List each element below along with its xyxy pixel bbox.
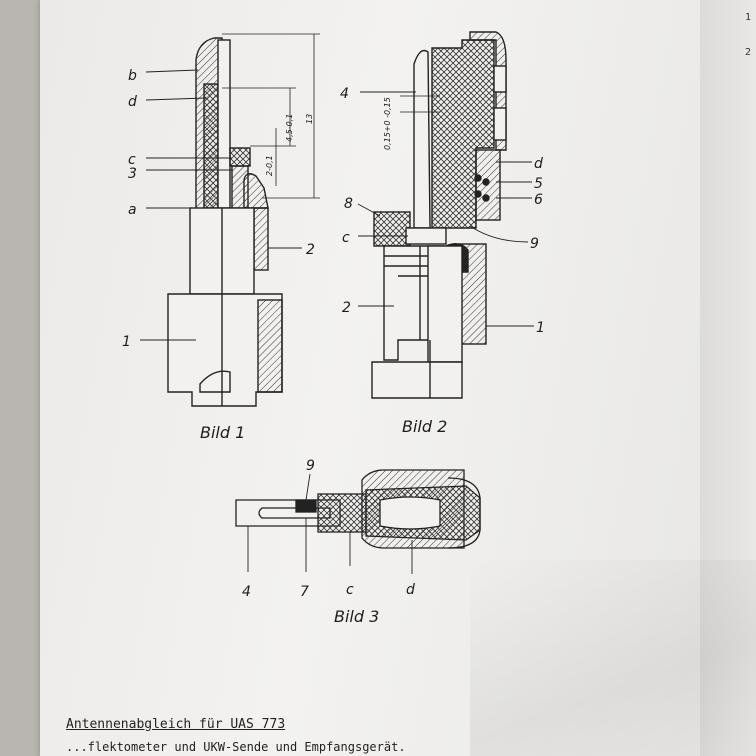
bild2-label-1: 1 [536,320,545,336]
margin-number-2: 2 [745,47,752,58]
bild1-dim-13: 13 [305,114,314,124]
bild3-label-7: 7 [300,584,309,600]
bild1-caption: Bild 1 [200,423,245,442]
bild1-labels: b d c 3 a 2 1 4,5-0,1 2-0,1 13 Bild 1 [122,68,315,442]
bild2-label-8: 8 [344,196,353,212]
bild3-label-4: 4 [242,584,251,600]
bild3-label-d: d [406,582,415,598]
bild1-label-2: 2 [306,242,315,258]
bild1-label-3: 3 [128,166,137,182]
bild2-label-c: c [342,230,350,246]
section-heading: Antennenabgleich für UAS 773 [66,717,286,732]
bild3-label-c: c [346,582,354,598]
figure-bild3 [235,469,481,574]
bild1-dim-45: 4,5-0,1 [285,114,294,142]
bild2-labels: 4 d 5 6 8 c 9 2 1 0,15+0 -0,15 Bild 2 [340,86,545,436]
bild2-label-2: 2 [342,300,351,316]
bild1-label-a: a [128,202,137,218]
bild2-label-4: 4 [340,86,349,102]
bild2-caption: Bild 2 [402,417,447,436]
bild3-labels: 9 4 7 c d Bild 3 [242,458,415,626]
bild1-label-c: c [128,152,136,168]
adjacent-page [700,0,756,756]
bild2-label-5: 5 [534,176,543,192]
bild3-caption: Bild 3 [334,607,379,626]
bild1-label-b: b [128,68,137,84]
figure-bild1 [140,33,320,407]
bild2-dim-015: 0,15+0 -0,15 [383,97,392,150]
body-text-line: ...flektometer und UKW-Sende und Empfang… [66,740,406,754]
bild3-label-9: 9 [306,458,315,474]
bild2-label-6: 6 [534,192,543,208]
bild1-dim-2: 2-0,1 [265,155,274,176]
bild1-label-d: d [128,94,137,110]
bild2-label-d: d [534,156,543,172]
margin-number-1: 1 [745,12,752,23]
figure-bild2 [357,31,534,399]
bild2-label-9: 9 [530,236,539,252]
bild1-label-1: 1 [122,334,131,350]
